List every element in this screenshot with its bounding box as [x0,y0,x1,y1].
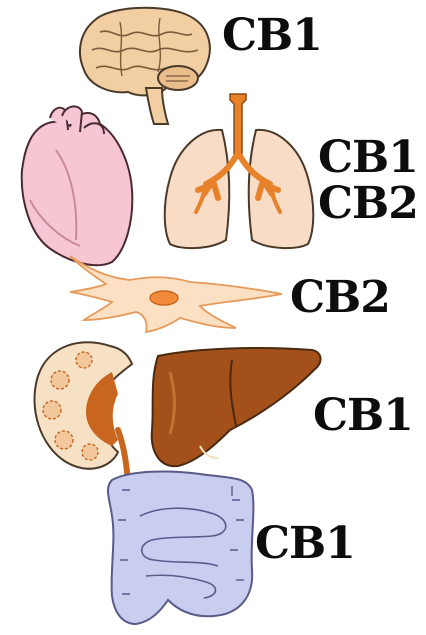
intestine-receptor-label: CB1 [255,522,355,566]
lungs-icon [165,94,314,248]
brain-receptor-label: CB1 [222,14,322,58]
liver-receptor-label: CB1 [313,394,413,438]
cell-receptor-label: CB2 [290,276,390,320]
lungs-receptor-label-2: CB2 [318,182,418,226]
brain-icon [80,8,210,124]
kidney-icon [34,342,132,480]
heart-icon [22,106,133,265]
intestine-icon [108,472,253,624]
cell-icon [70,256,282,332]
lungs-receptor-label-1: CB1 [318,136,418,180]
liver-icon [152,348,321,466]
